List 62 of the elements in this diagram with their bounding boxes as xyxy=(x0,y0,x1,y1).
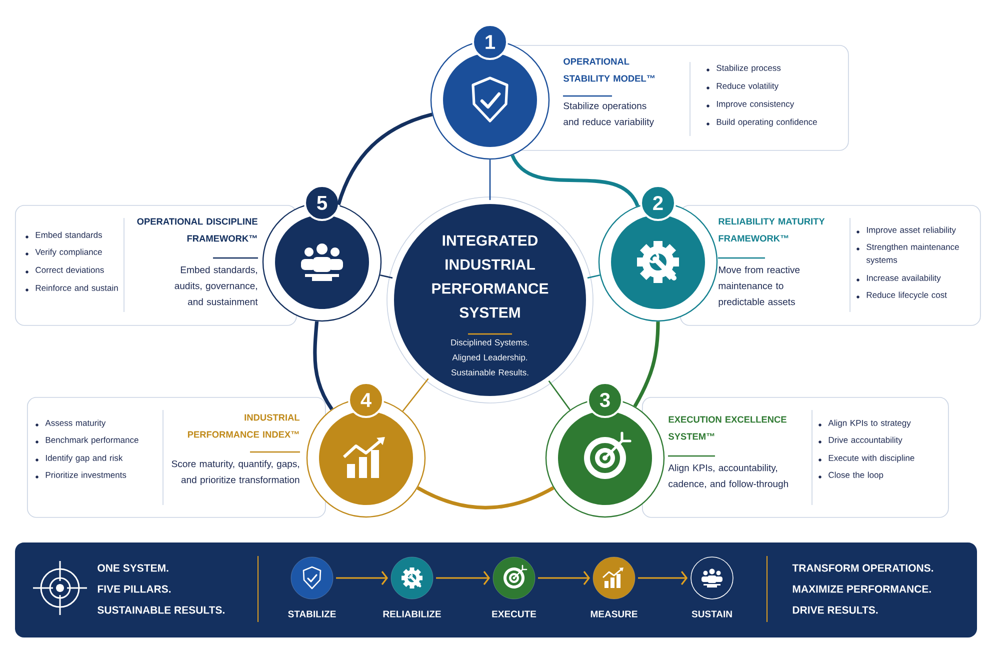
card-description: Embed standards, audits, governance, and sustainment xyxy=(174,266,258,306)
connector xyxy=(489,160,491,200)
chevron-arrow xyxy=(638,571,688,585)
bullet-item: Benchmark performance xyxy=(36,436,138,445)
step-label: SUSTAIN xyxy=(692,610,732,618)
banner-text: TRANSFORM OPERATIONS. xyxy=(792,564,934,572)
card-title: EXECUTION EXCELLENCE SYSTEM™ xyxy=(668,416,786,440)
number-badge: 1 xyxy=(472,24,508,60)
bullet-item: Drive accountability xyxy=(818,436,902,445)
bullet-item: Embed standards xyxy=(26,232,102,238)
ring-arc xyxy=(336,112,433,206)
card-title: RELIABILITY MATURITY FRAMEWORK™ xyxy=(718,218,825,242)
banner-text: SUSTAINABLE RESULTS. xyxy=(98,606,224,614)
bullet-item: Verify compliance xyxy=(26,248,102,257)
card-title: OPERATIONAL DISCIPLINE FRAMEWORK™ xyxy=(137,218,258,242)
bullet-item: Close the loop xyxy=(818,472,884,480)
step-label: EXECUTE xyxy=(492,610,536,618)
bullet-item: Reinforce and sustain xyxy=(26,284,118,292)
hub-title: INTEGRATED INDUSTRIAL PERFORMANCE SYSTEM xyxy=(432,235,548,318)
chevron-arrow xyxy=(336,571,388,585)
card-description: Score maturity, quantify, gaps, and prioritize transformation xyxy=(172,460,300,486)
ring-arc xyxy=(510,154,640,207)
banner-text: FIVE PILLARS. xyxy=(98,585,171,593)
banner-text: MAXIMIZE PERFORMANCE. xyxy=(792,585,931,593)
ring-arc xyxy=(416,486,554,510)
number-badge: 4 xyxy=(348,382,384,418)
bullet-item: Improve consistency xyxy=(706,100,794,109)
ring-arc xyxy=(313,321,334,410)
card-description: Move from reactive maintenance to predictable assets xyxy=(718,266,800,308)
chevron-arrow xyxy=(538,571,590,585)
bullet-item: Strengthen maintenance systems xyxy=(856,244,959,265)
number-badge: 3 xyxy=(587,382,623,418)
hub-tagline: Disciplined Systems. Aligned Leadership. Sustainable Results. xyxy=(451,339,529,376)
bullet-item: Reduce lifecycle cost xyxy=(856,292,947,300)
bullet-item: Stabilize process xyxy=(706,64,781,73)
connector xyxy=(380,274,393,279)
number-badge: 5 xyxy=(304,185,340,221)
bullet-item: Correct deviations xyxy=(26,266,104,274)
bullet-item: Identify gap and risk xyxy=(36,454,123,463)
ring-arc xyxy=(633,322,660,408)
connector xyxy=(548,380,570,410)
card-description: Stabilize operations and reduce variability xyxy=(564,102,654,128)
chevron-arrow xyxy=(436,571,490,585)
bullet-item: Assess maturity xyxy=(36,420,106,428)
bullet-item: Execute with discipline xyxy=(818,454,914,463)
bullet-item: Reduce volatility xyxy=(706,82,779,91)
card-title: OPERATIONAL STABILITY MODEL™ xyxy=(563,58,654,82)
bullet-item: Improve asset reliability xyxy=(856,226,956,235)
banner-text: DRIVE RESULTS. xyxy=(792,606,878,614)
step-label: STABILIZE xyxy=(288,610,336,618)
connector xyxy=(402,378,429,412)
connector xyxy=(587,274,600,279)
bullet-item: Increase availability xyxy=(856,274,941,283)
step-label: MEASURE xyxy=(590,610,638,618)
banner-text: ONE SYSTEM. xyxy=(98,564,168,572)
step-label: RELIABILIZE xyxy=(383,610,441,618)
number-badge: 2 xyxy=(640,185,676,221)
bullet-item: Align KPIs to strategy xyxy=(818,420,911,428)
bullet-item: Prioritize investments xyxy=(36,472,126,478)
card-title: INDUSTRIAL PERFORMANCE INDEX™ xyxy=(188,414,300,438)
bullet-item: Build operating confidence xyxy=(706,118,817,127)
card-description: Align KPIs, accountability, cadence, and follow-through xyxy=(668,464,788,490)
